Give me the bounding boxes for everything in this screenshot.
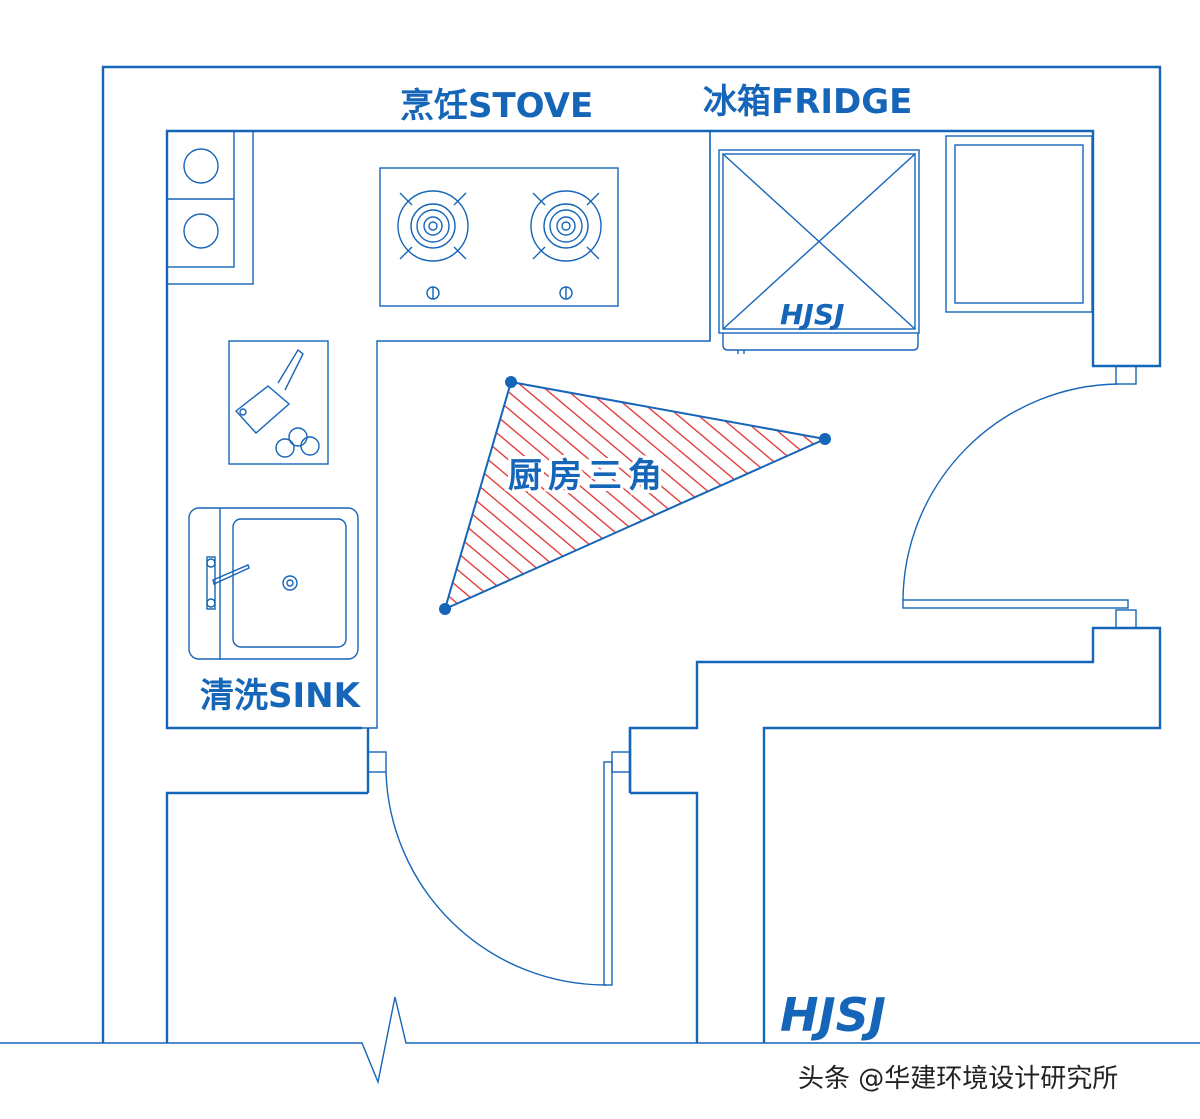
- knob-icon: [559, 286, 573, 300]
- stove-label: 烹饪STOVE: [400, 86, 593, 126]
- cleaver-icon: [234, 348, 304, 434]
- door-jamb-right: [611, 751, 631, 773]
- right-door-swing: [902, 383, 1119, 601]
- sink-label: 清洗SINK: [200, 676, 362, 716]
- side-burner-bottom-icon: [183, 213, 219, 249]
- fridge-logo: HJSJ: [780, 298, 844, 331]
- gas-burner-icon: [397, 190, 469, 262]
- side-burner-top-icon: [183, 148, 219, 184]
- middle-wall: [628, 626, 1162, 1043]
- bottom-door-swing: [385, 771, 607, 986]
- bottom-door-leaf: [603, 761, 613, 986]
- fridge-base: [722, 333, 919, 351]
- faucet-icon: [206, 556, 250, 610]
- middle-wall-left-edge: [630, 791, 699, 1043]
- triangle-label: 厨房三角: [508, 456, 668, 496]
- gas-burner-icon: [530, 190, 602, 262]
- right-door-jamb-top: [1115, 365, 1137, 385]
- watermark: 头条 @华建环境设计研究所: [798, 1064, 1118, 1094]
- triangle-vertex-stove: [505, 376, 517, 388]
- brand-logo: HJSJ: [780, 988, 886, 1042]
- drain-icon: [282, 575, 298, 591]
- cutting-board: [228, 340, 329, 465]
- triangle-vertex-fridge: [819, 433, 831, 445]
- sink-basin-icon: [232, 518, 347, 648]
- left-lower-wall: [165, 791, 368, 1043]
- work-triangle: [443, 380, 829, 611]
- stove: [379, 167, 619, 307]
- fridge-label: 冰箱FRIDGE: [703, 82, 912, 122]
- fridge: [718, 149, 920, 334]
- right-door-leaf: [902, 599, 1129, 609]
- tall-cabinet: [945, 135, 1093, 313]
- side-cooktop: [166, 130, 254, 285]
- fruit-icon: [275, 427, 320, 458]
- door-jamb-left: [367, 751, 387, 773]
- ground-line: [0, 996, 1200, 1085]
- sink-counter: [188, 507, 359, 660]
- knob-icon: [426, 286, 440, 300]
- fridge-cross-icon: [722, 153, 916, 330]
- outer-wall: [101, 65, 1162, 1043]
- right-door-jamb-bottom: [1115, 609, 1137, 629]
- triangle-vertex-sink: [439, 603, 451, 615]
